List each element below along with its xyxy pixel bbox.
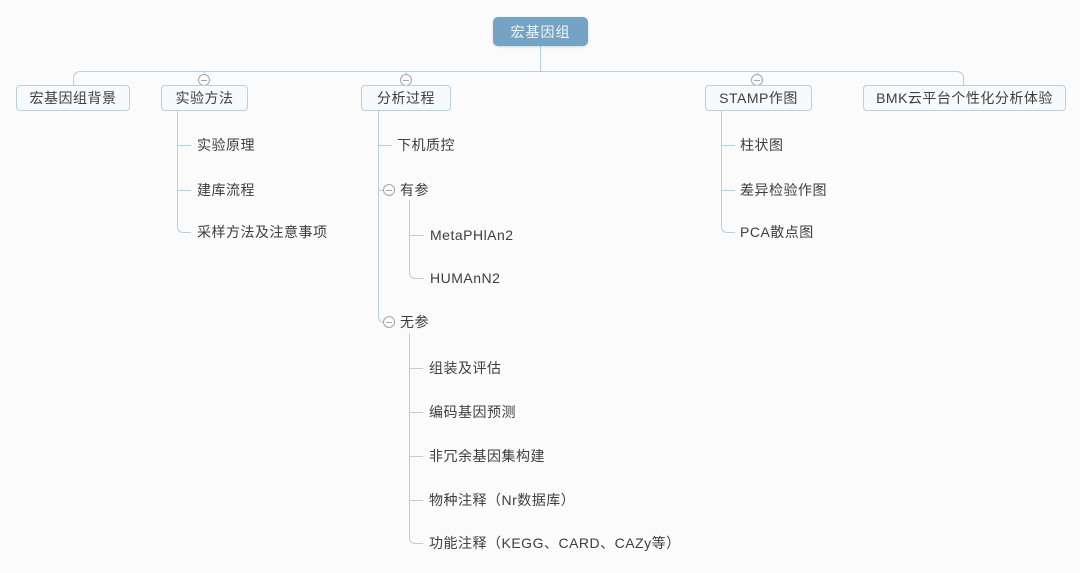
connector-noref-trunk	[409, 333, 410, 537]
leaf-sampling-notes[interactable]: 采样方法及注意事项	[197, 224, 328, 240]
connector-analysis-trunk	[378, 111, 379, 316]
collapse-icon[interactable]	[383, 316, 395, 328]
connector-tick	[177, 145, 191, 146]
connector-rail-left-elbow	[73, 71, 83, 85]
leaf-gene-prediction[interactable]: 编码基因预测	[429, 404, 516, 420]
connector-tick	[409, 368, 423, 369]
node-experiment-method[interactable]: 实验方法	[161, 85, 248, 111]
connector-tick	[409, 235, 424, 236]
collapse-icon[interactable]	[383, 184, 395, 196]
leaf-pca-scatter[interactable]: PCA散点图	[740, 224, 814, 240]
node-metagenome-background[interactable]: 宏基因组背景	[16, 85, 130, 111]
connector-elbow	[409, 272, 424, 279]
connector-elbow	[721, 226, 735, 233]
root-node-metagenome[interactable]: 宏基因组	[493, 17, 588, 46]
connector-tick	[409, 412, 423, 413]
leaf-species-annotation[interactable]: 物种注释（Nr数据库）	[429, 492, 576, 508]
leaf-humann2[interactable]: HUMAnN2	[430, 270, 501, 286]
connector-elbow	[409, 537, 423, 544]
connector-rail-right-elbow	[954, 71, 964, 85]
connector-tick	[721, 190, 735, 191]
leaf-metaphlan2[interactable]: MetaPHlAn2	[430, 227, 514, 243]
connector-tick	[378, 190, 383, 191]
connector-elbow	[378, 316, 384, 323]
connector-stamp-trunk	[721, 111, 722, 226]
leaf-difference-test-plot[interactable]: 差异检验作图	[740, 182, 827, 198]
connector-elbow	[177, 226, 191, 233]
leaf-function-annotation[interactable]: 功能注释（KEGG、CARD、CAZy等）	[429, 535, 681, 551]
node-without-reference[interactable]: 无参	[400, 314, 429, 330]
connector-tick	[177, 190, 191, 191]
leaf-experiment-principle[interactable]: 实验原理	[197, 137, 255, 153]
connector-tick	[409, 500, 423, 501]
connector-tick	[409, 456, 423, 457]
connector-rail	[83, 71, 954, 72]
connector-experiment-trunk	[177, 111, 178, 226]
connector-withref-trunk	[409, 200, 410, 272]
leaf-assembly-evaluation[interactable]: 组装及评估	[429, 360, 502, 376]
node-with-reference[interactable]: 有参	[400, 182, 429, 198]
connector-root-stem	[540, 46, 541, 71]
leaf-library-workflow[interactable]: 建库流程	[197, 182, 255, 198]
node-stamp-plot[interactable]: STAMP作图	[705, 85, 812, 111]
leaf-nonredundant-geneset[interactable]: 非冗余基因集构建	[429, 448, 545, 464]
leaf-qc[interactable]: 下机质控	[397, 137, 455, 153]
node-bmk-cloud-platform[interactable]: BMK云平台个性化分析体验	[863, 85, 1066, 111]
leaf-bar-chart[interactable]: 柱状图	[740, 137, 784, 153]
node-analysis-process[interactable]: 分析过程	[361, 85, 451, 111]
connector-tick	[378, 145, 392, 146]
connector-tick	[721, 145, 735, 146]
